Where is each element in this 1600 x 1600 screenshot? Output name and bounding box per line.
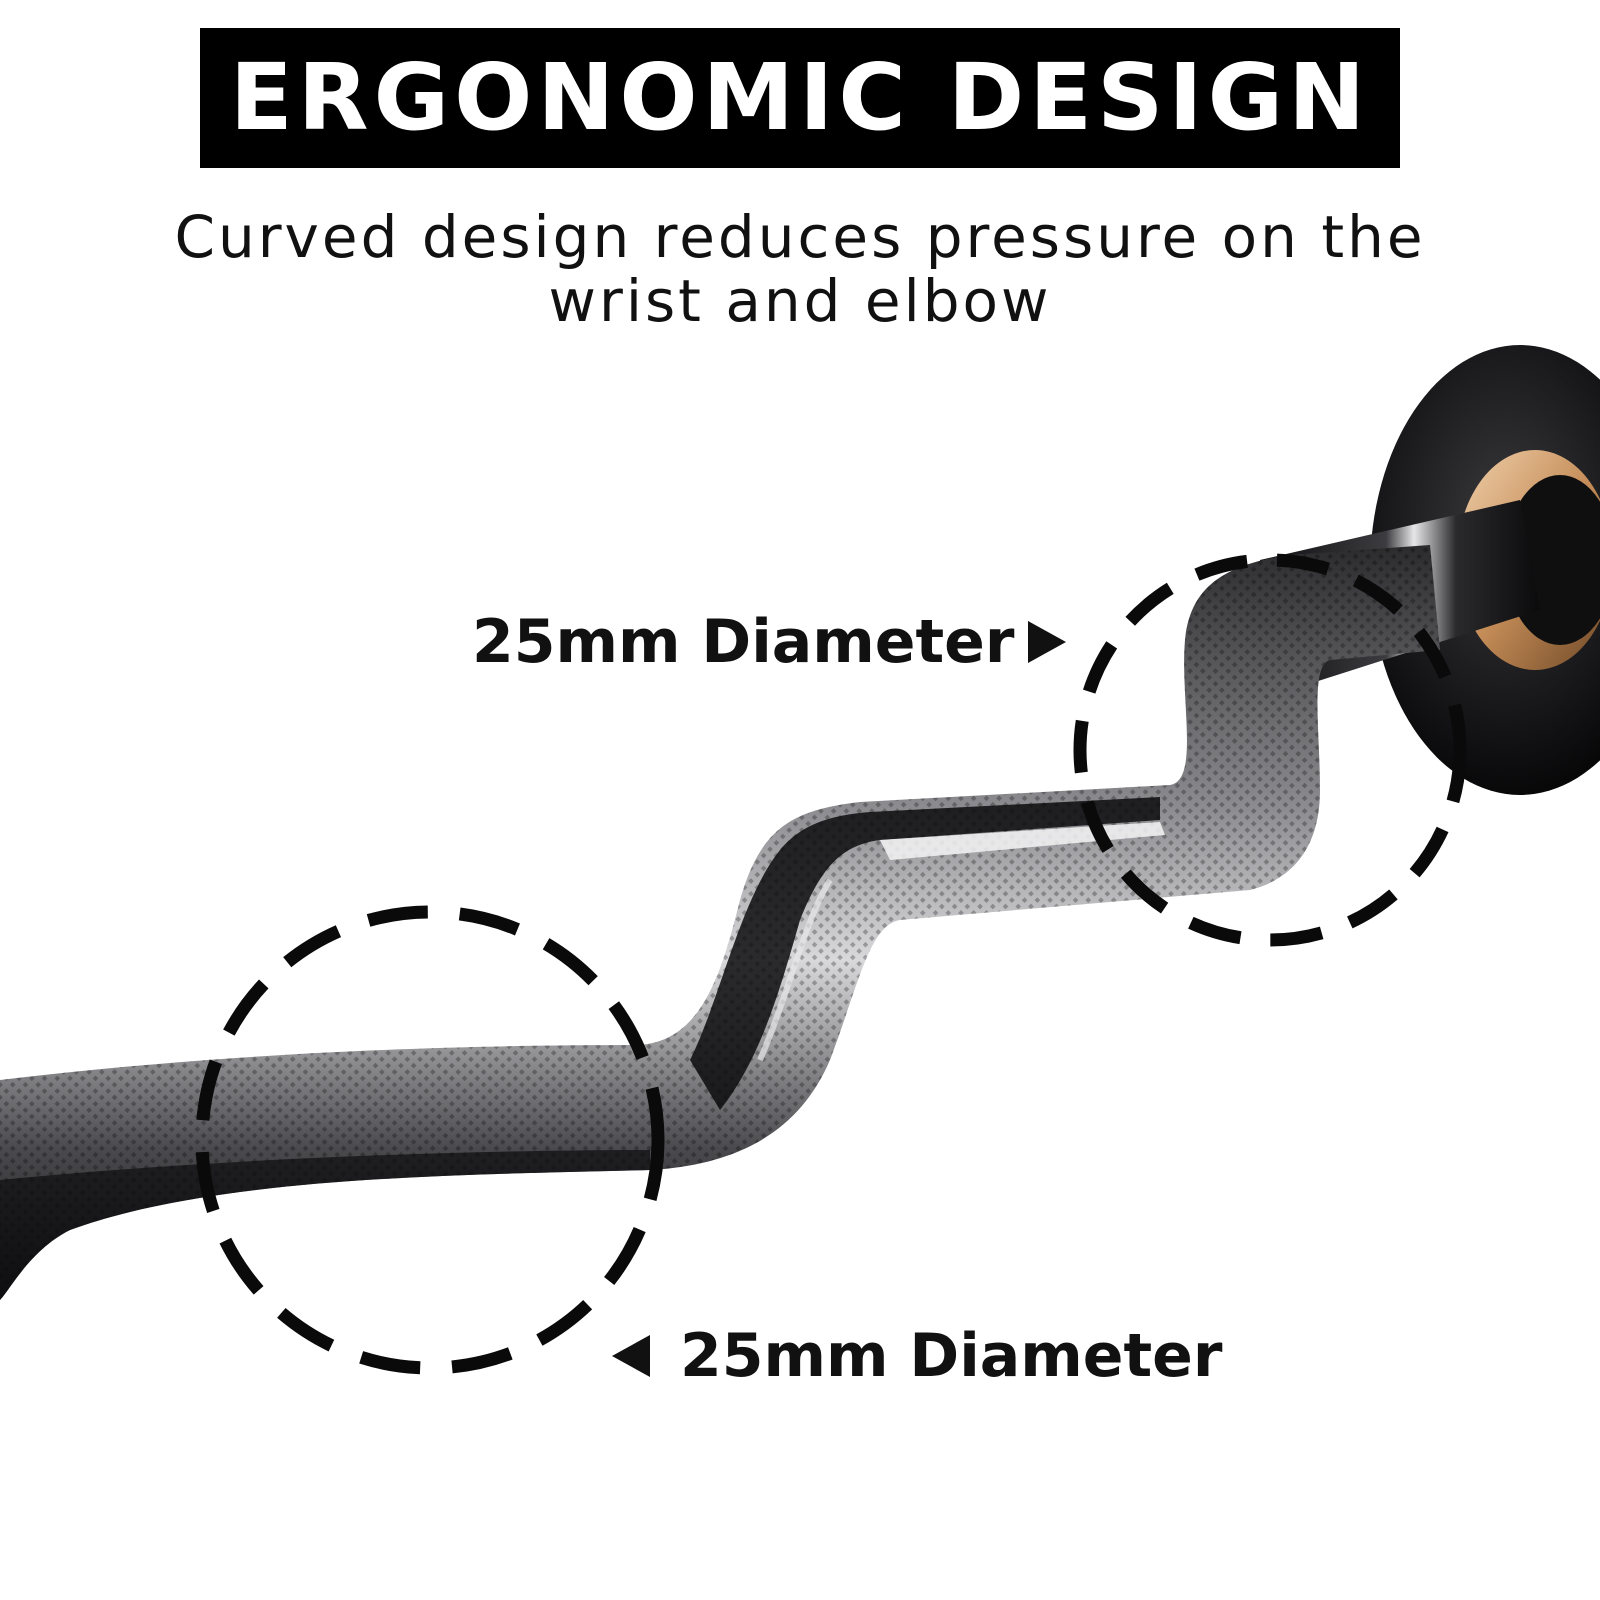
subtitle-line-1: Curved design reduces pressure on the bbox=[174, 203, 1426, 271]
callout-bottom: 25mm Diameter bbox=[612, 1326, 1222, 1386]
triangle-left-icon bbox=[612, 1335, 650, 1377]
triangle-right-icon bbox=[1028, 621, 1067, 663]
dashed-circle-bottom bbox=[195, 905, 665, 1375]
title-banner: ERGONOMIC DESIGN bbox=[200, 28, 1400, 168]
callout-top: 25mm Diameter bbox=[472, 607, 1067, 677]
callout-top-label: 25mm Diameter bbox=[472, 607, 1015, 677]
callout-bottom-label: 25mm Diameter bbox=[680, 1321, 1223, 1391]
subtitle-line-2: wrist and elbow bbox=[548, 267, 1052, 335]
dashed-circle-top bbox=[1073, 553, 1467, 947]
subtitle: Curved design reduces pressure on the wr… bbox=[100, 205, 1500, 333]
title-text: ERGONOMIC DESIGN bbox=[229, 44, 1371, 151]
